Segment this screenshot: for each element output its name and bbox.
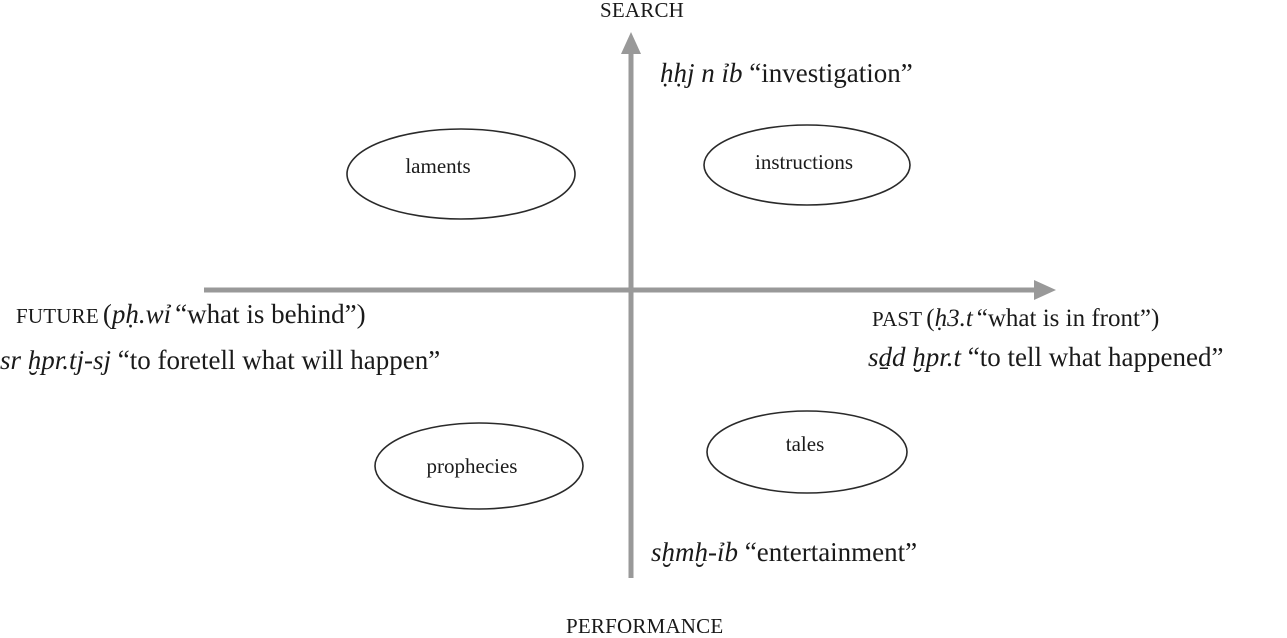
past-line: PAST (ḥ3.t “what is in front”) bbox=[872, 306, 1159, 331]
prophecies-label: prophecies bbox=[426, 454, 518, 478]
entertainment-gloss: “entertainment” bbox=[744, 537, 918, 567]
tell-egyptian: sḏd ḫpr.t bbox=[868, 342, 962, 372]
performance-label: PERFORMANCE bbox=[566, 614, 724, 638]
tell-gloss: “to tell what happened” bbox=[967, 342, 1224, 372]
laments-label: laments bbox=[405, 154, 471, 178]
future-line: FUTURE (pḥ.wỉ “what is behind”) bbox=[16, 301, 366, 328]
horizontal-axis-arrowhead bbox=[1034, 280, 1056, 300]
prophecies-oval bbox=[374, 422, 584, 510]
tales-label: tales bbox=[785, 432, 825, 456]
entertainment-egyptian: sḫmḫ-ỉb bbox=[651, 537, 738, 567]
future-egyptian: pḥ.wỉ bbox=[111, 299, 172, 329]
vertical-axis-arrowhead bbox=[621, 32, 641, 54]
laments-oval bbox=[346, 128, 576, 220]
investigation-gloss: “investigation” bbox=[749, 58, 913, 88]
tales-oval bbox=[706, 410, 908, 494]
investigation-egyptian: ḥḥj n ỉb bbox=[660, 58, 743, 88]
instructions-oval bbox=[703, 124, 911, 206]
tell-line: sḏd ḫpr.t “to tell what happened” bbox=[868, 344, 1223, 371]
past-label: PAST bbox=[872, 307, 923, 331]
future-open-paren: ( bbox=[102, 299, 112, 329]
foretell-egyptian: sr ḫpr.tj-sj bbox=[0, 345, 112, 375]
future-label: FUTURE bbox=[16, 304, 99, 328]
past-gloss: “what is in front”) bbox=[976, 305, 1160, 332]
foretell-gloss: “to foretell what will happen” bbox=[117, 345, 441, 375]
investigation-phrase: ḥḥj n ỉb “investigation” bbox=[660, 60, 913, 87]
instructions-label: instructions bbox=[755, 150, 853, 174]
foretell-line: sr ḫpr.tj-sj “to foretell what will happ… bbox=[0, 347, 440, 374]
entertainment-phrase: sḫmḫ-ỉb “entertainment” bbox=[651, 539, 917, 566]
search-label: SEARCH bbox=[600, 0, 685, 22]
future-gloss: “what is behind”) bbox=[175, 299, 366, 329]
past-egyptian: ḥ3.t bbox=[934, 305, 973, 332]
past-open-paren: ( bbox=[926, 305, 935, 332]
